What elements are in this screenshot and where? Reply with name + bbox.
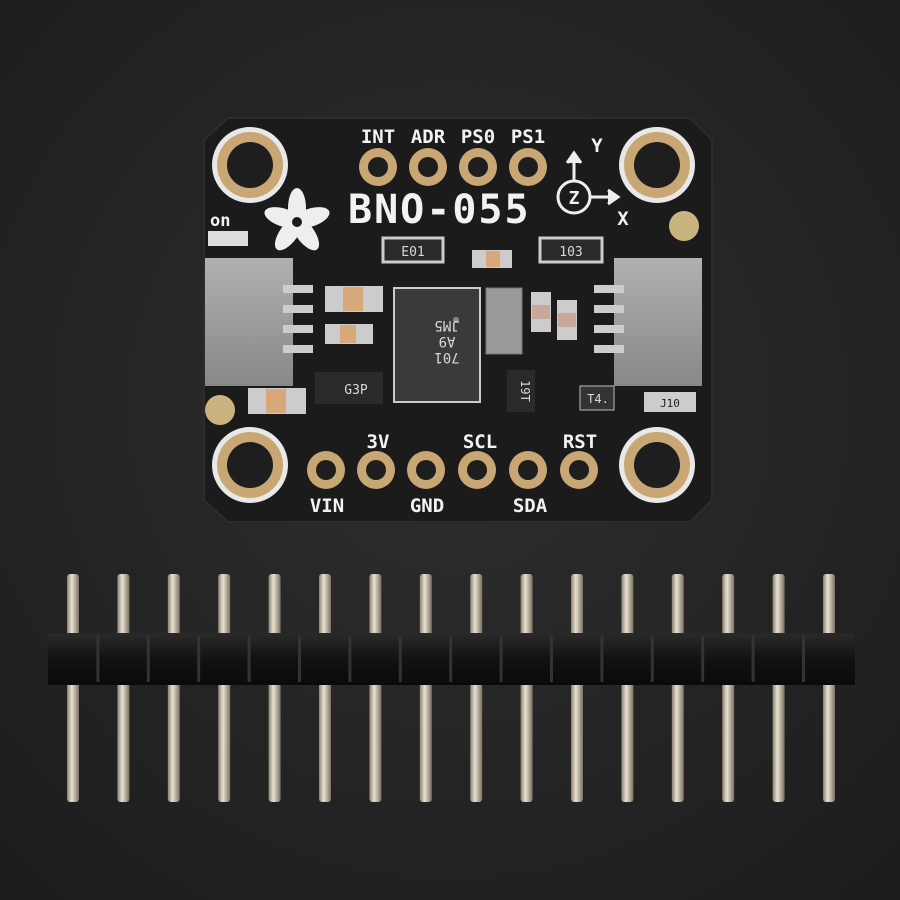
header-divider (146, 636, 150, 682)
header-pin (722, 574, 735, 802)
pin-label-3v: 3V (367, 431, 390, 453)
mosfet (507, 370, 535, 412)
marking-g3p: G3P (344, 383, 368, 398)
mounting-hole (212, 127, 288, 203)
mounting-hole (619, 427, 695, 503)
chip-marking-3: JM5 (434, 317, 459, 333)
header-pin (167, 574, 180, 802)
top-pads (359, 148, 547, 186)
stemma-connector-left (205, 258, 313, 386)
header-divider (298, 636, 301, 682)
axis-diagram (556, 150, 621, 215)
bottom-pads (307, 451, 598, 489)
adafruit-logo-icon (264, 188, 330, 251)
resistor-array-right (538, 236, 604, 264)
led-label: on (210, 211, 230, 231)
header-divider (96, 636, 100, 682)
pin-pad (407, 451, 445, 489)
mounting-hole (619, 127, 695, 203)
header-pin (571, 574, 583, 802)
header-divider (751, 636, 755, 682)
marking-19t: 19T (518, 380, 532, 402)
pin-header (48, 574, 855, 802)
marking-e01: E01 (401, 245, 424, 260)
header-pin (419, 574, 432, 802)
breakout-board: on BNO-055 INT ADR PS0 PS1 3V SCL RST VI… (203, 117, 713, 523)
header-pin (319, 574, 331, 802)
header-divider (348, 636, 352, 682)
axis-label-y: Y (591, 135, 603, 157)
header-pin (470, 574, 483, 802)
pin-label-vin: VIN (310, 495, 344, 517)
pin-pad (459, 148, 497, 186)
small-component (644, 392, 696, 412)
header-divider (247, 636, 251, 682)
pin-label-int: INT (361, 126, 395, 148)
header-pin (823, 574, 835, 802)
header-divider (449, 636, 453, 682)
pin-label-adr: ADR (411, 126, 446, 148)
bno055-chip (393, 287, 481, 403)
header-divider (600, 636, 604, 682)
axis-label-z: Z (569, 188, 580, 209)
pin-pad (509, 451, 547, 489)
pin-pad (357, 451, 395, 489)
voltage-regulator (315, 372, 383, 404)
header-divider (650, 636, 654, 682)
header-pin (520, 574, 533, 802)
mounting-holes (212, 127, 695, 503)
diode (579, 385, 615, 411)
crystal (485, 287, 523, 355)
solder-jumper (669, 211, 699, 241)
marking-t4: T4. (587, 392, 609, 406)
chip-marking-2: A9 (439, 333, 456, 349)
header-pin (772, 574, 785, 802)
header-divider (499, 636, 503, 682)
pin-pad (409, 148, 447, 186)
header-pin (369, 574, 382, 802)
power-led (208, 231, 248, 246)
marking-j10: J10 (660, 397, 680, 410)
mounting-hole (212, 427, 288, 503)
header-divider (398, 636, 402, 682)
pin-label-ps0: PS0 (461, 126, 495, 148)
board-title: BNO-055 (348, 187, 531, 233)
resistor-array-left (381, 236, 445, 264)
pin-pad (509, 148, 547, 186)
pin-label-rst: RST (563, 431, 597, 453)
pin-pad (458, 451, 496, 489)
header-divider (802, 636, 805, 682)
solder-jumper (205, 395, 235, 425)
header-divider (701, 636, 705, 682)
header-pin (671, 574, 684, 802)
pin-label-ps1: PS1 (511, 126, 545, 148)
pin-pad (307, 451, 345, 489)
pin-label-gnd: GND (410, 495, 444, 517)
stemma-connector-right (594, 258, 702, 386)
pin-pad (560, 451, 598, 489)
header-pin (621, 574, 634, 802)
header-divider (197, 636, 201, 682)
header-pin (67, 574, 79, 802)
header-pin (117, 574, 130, 802)
pin-pad (359, 148, 397, 186)
pin-label-sda: SDA (513, 495, 548, 517)
marking-103: 103 (559, 245, 582, 260)
header-divider (550, 636, 553, 682)
chip-marking-1: 701 (434, 349, 459, 365)
header-pin (268, 574, 281, 802)
axis-label-x: X (617, 208, 629, 230)
header-pin (218, 574, 231, 802)
pin-label-scl: SCL (463, 431, 497, 453)
